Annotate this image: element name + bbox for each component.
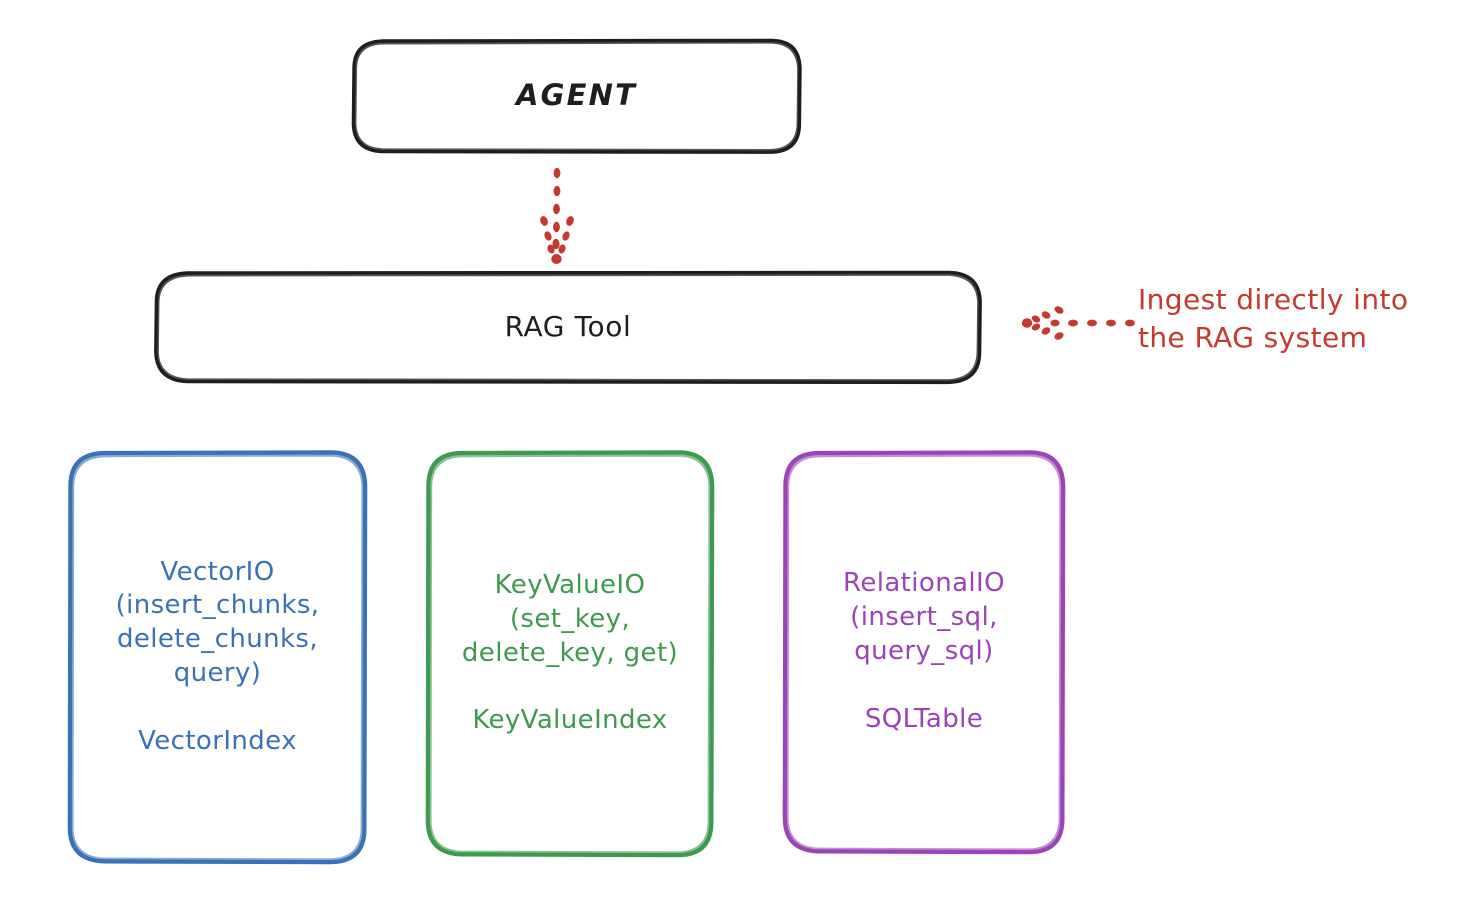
agent-node-label: AGENT bbox=[515, 78, 638, 113]
relational-io-index-label: SQLTable bbox=[864, 703, 984, 734]
rag-tool-node-label: RAG Tool bbox=[504, 310, 632, 344]
relational-io-card-text: RelationalIO (insert_sql, query_sql) SQL… bbox=[785, 452, 1063, 852]
agent-to-ragtool-arrow bbox=[540, 167, 574, 264]
vector-io-card-text: VectorIO (insert_chunks, delete_chunks, … bbox=[70, 452, 365, 862]
ingest-annotation-text: Ingest directly into the RAG system bbox=[1138, 283, 1409, 354]
key-value-io-api-label: KeyValueIO (set_key, delete_key, get) bbox=[461, 569, 679, 668]
key-value-io-card-text: KeyValueIO (set_key, delete_key, get) Ke… bbox=[428, 452, 712, 855]
key-value-io-index-label: KeyValueIndex bbox=[472, 705, 668, 736]
ingest-note-arrow bbox=[1021, 306, 1135, 340]
vector-io-index-label: VectorIndex bbox=[138, 725, 297, 756]
vector-io-api-label: VectorIO (insert_chunks, delete_chunks, … bbox=[115, 556, 320, 688]
relational-io-api-label: RelationalIO (insert_sql, query_sql) bbox=[843, 568, 1005, 666]
